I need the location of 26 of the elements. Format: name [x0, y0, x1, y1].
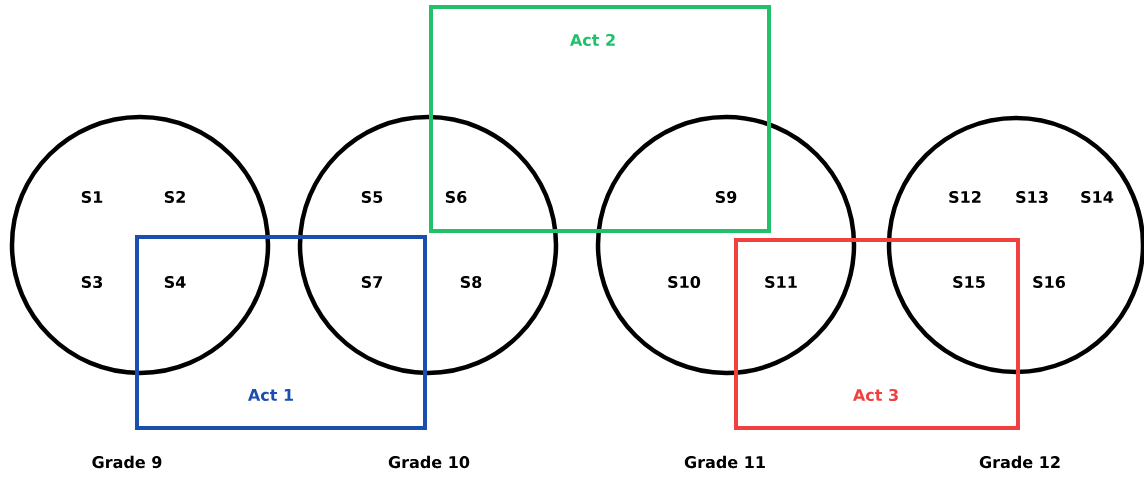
student-label: S2	[164, 190, 185, 204]
act-label: Act 1	[247, 389, 293, 401]
student-label: S10	[668, 275, 701, 289]
grade-label: Grade 11	[684, 455, 765, 469]
student-label: S11	[765, 275, 797, 289]
circle	[595, 114, 857, 376]
student-label: S7	[361, 275, 383, 289]
student-label: S4	[164, 275, 186, 289]
grade-label: Grade 9	[92, 455, 162, 469]
student-label: S6	[445, 190, 467, 204]
student-label: S1	[81, 190, 103, 204]
student-label: S9	[715, 190, 737, 204]
student-label: S15	[953, 275, 985, 289]
grade-label: Grade 10	[388, 455, 470, 469]
act-label: Act 3	[853, 388, 898, 402]
grade-label: Grade 12	[979, 455, 1060, 469]
student-label: S3	[81, 275, 103, 289]
student-label: S16	[1033, 275, 1066, 289]
circle	[9, 114, 271, 376]
student-label: S5	[361, 190, 383, 204]
student-label: S8	[460, 275, 482, 289]
act-label: Act 2	[569, 33, 615, 47]
student-label: S12	[949, 190, 981, 204]
circle	[297, 114, 559, 376]
student-label: S14	[1081, 190, 1114, 204]
student-label: S13	[1016, 190, 1048, 204]
